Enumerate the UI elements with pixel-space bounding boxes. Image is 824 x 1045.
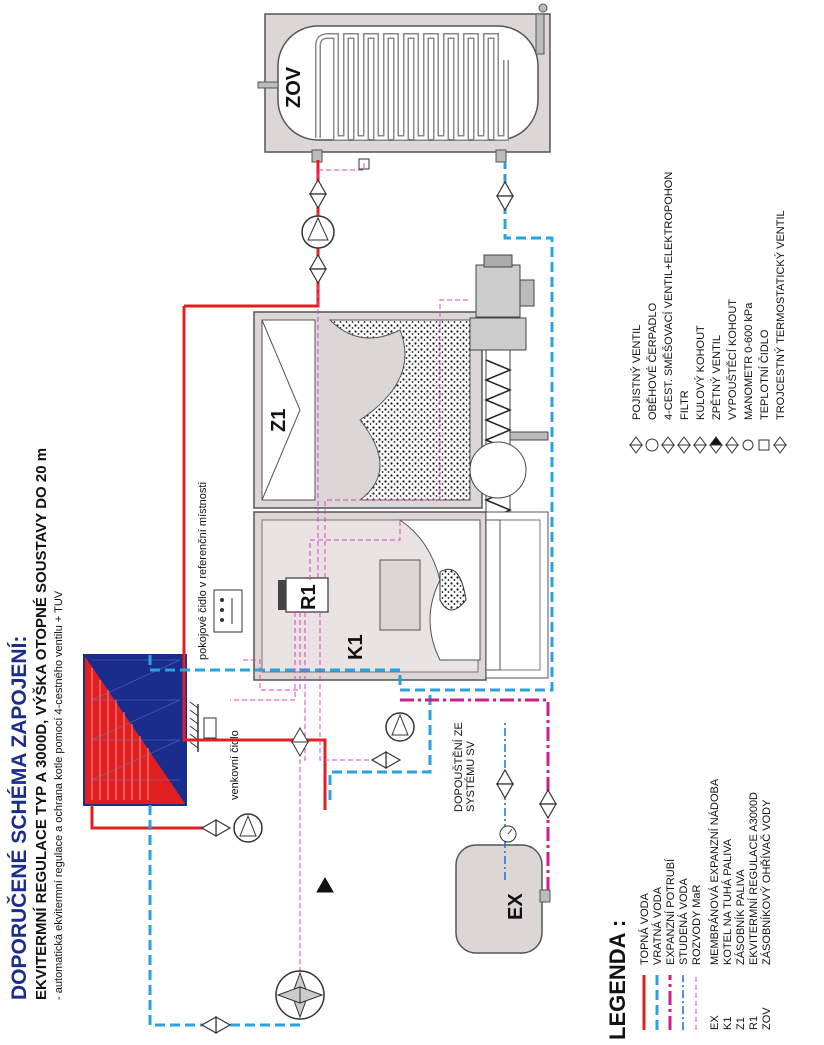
- check-valve: [316, 876, 334, 893]
- manometer-icon: [742, 439, 754, 451]
- legend-code-label-0: MEMBRÁNOVÁ EXPANZNÍ NÁDOBA: [708, 778, 721, 965]
- legend-code-label-3: EKVITERMNÍ REGULACE A3000D: [747, 792, 760, 965]
- legend-line-label-0: TOPNÁ VODA: [638, 892, 651, 965]
- expansion-vessel-ex: EX: [455, 844, 551, 954]
- room-sensor-label: pokojové čidlo v referenční místnosti: [197, 482, 209, 660]
- outdoor-sensor-label: venkovní čidlo: [229, 730, 241, 800]
- regulator-r1: [285, 577, 329, 613]
- label-k1: K1: [345, 634, 367, 660]
- room-sensor: pokojové čidlo v referenční místnosti: [197, 482, 243, 660]
- refill-label-1: DOPOUŠTĚNÍ ZE: [452, 722, 465, 812]
- three-way-valve-icon: [773, 436, 787, 454]
- legend-code-zov: ZOV: [761, 1007, 773, 1030]
- legend-code-label-4: ZÁSOBNÍKOVÝ OHŘÍVAČ VODY: [760, 799, 773, 965]
- four-way-valve-icon: [661, 436, 675, 454]
- outdoor-sensor: venkovní čidlo: [189, 701, 241, 800]
- four-way-mixing-valve: [275, 970, 325, 1020]
- label-z1: Z1: [268, 409, 290, 432]
- legend-code-label-2: ZÁSOBNÍK PALIVA: [734, 869, 747, 965]
- legend-symbol-label-1: OBĚHOVÉ ČERPADLO: [646, 302, 659, 420]
- legend-symbol-label-7: MANOMETR 0-600 kPa: [743, 302, 755, 420]
- legend-symbol-label-4: KULOVÝ KOHOUT: [694, 325, 707, 420]
- solar-collector: [83, 654, 187, 806]
- diagram-note: - automatická ekvitermní regulace a ochr…: [53, 590, 65, 1000]
- legend-symbol-label-3: FILTR: [679, 390, 691, 420]
- filter-icon: [677, 436, 691, 454]
- label-zov: ZOV: [283, 66, 305, 108]
- refill-label-2: SYSTÉMU SV: [464, 740, 477, 812]
- check-valve-icon: [709, 436, 723, 454]
- label-ex: EX: [505, 893, 527, 920]
- legend-title: LEGENDA :: [605, 920, 630, 1040]
- legend-symbol-label-8: TEPLOTNÍ ČIDLO: [758, 329, 771, 420]
- pump-boiler: [385, 712, 415, 742]
- ball-valves: [200, 178, 558, 1035]
- legend-code-ex: EX: [709, 1015, 721, 1030]
- legend-symbol-label-0: POJISTNÝ VENTIL: [630, 325, 643, 420]
- circulation-pump-icon: [645, 438, 659, 452]
- legend-code-z1: Z1: [735, 1017, 747, 1030]
- legend-symbol-label-5: ZPĚTNÝ VENTIL: [710, 335, 723, 420]
- legend-line-label-2: EXPANZNÍ POTRUBÍ: [664, 858, 677, 965]
- legend-symbol-label-2: 4-CEST. SMĚŠOVACÍ VENTIL+ELEKTROPOHON: [662, 172, 675, 420]
- safety-valve-icon: [629, 436, 643, 454]
- control-wiring: [230, 162, 470, 980]
- legend-code-k1: K1: [722, 1017, 734, 1030]
- fuel-hopper-z1: Z1: [253, 311, 483, 509]
- legend-line-label-3: STUDENÁ VODA: [677, 878, 690, 965]
- legend-code-r1: R1: [748, 1016, 760, 1030]
- pump-zov: [301, 215, 335, 249]
- diagram-subtitle: EKVITERMNÍ REGULACE TYP A 3000D, VÝŠKA O…: [32, 448, 50, 1000]
- legend-code-label-1: KOTEL NA TUHÁ PALIVA: [721, 838, 734, 965]
- thermometer-icon: [758, 439, 770, 451]
- legend-symbol-label-9: TROJCESTNÝ TERMOSTATICKÝ VENTIL: [774, 210, 787, 420]
- boiler-k1: R1 K1: [253, 511, 549, 681]
- diagram-title: DOPORUČENÉ SCHÉMA ZAPOJENÍ:: [7, 636, 31, 1000]
- manometer: [499, 825, 517, 843]
- safety-valve: [291, 726, 309, 758]
- legend-symbol-label-6: VYPOUŠTĚCÍ KOHOUT: [726, 299, 739, 420]
- hot-water-tank-zov: ZOV: [257, 3, 551, 170]
- legend-line-label-1: VRATNÁ VODA: [651, 886, 664, 965]
- pipe-heating-return: [148, 162, 554, 1027]
- drain-valve-icon: [725, 436, 739, 454]
- label-r1: R1: [298, 584, 320, 610]
- legend-line-label-4: ROZVODY MaR: [691, 884, 703, 965]
- ball-valve-icon: [693, 436, 707, 454]
- pump-solar: [233, 813, 263, 843]
